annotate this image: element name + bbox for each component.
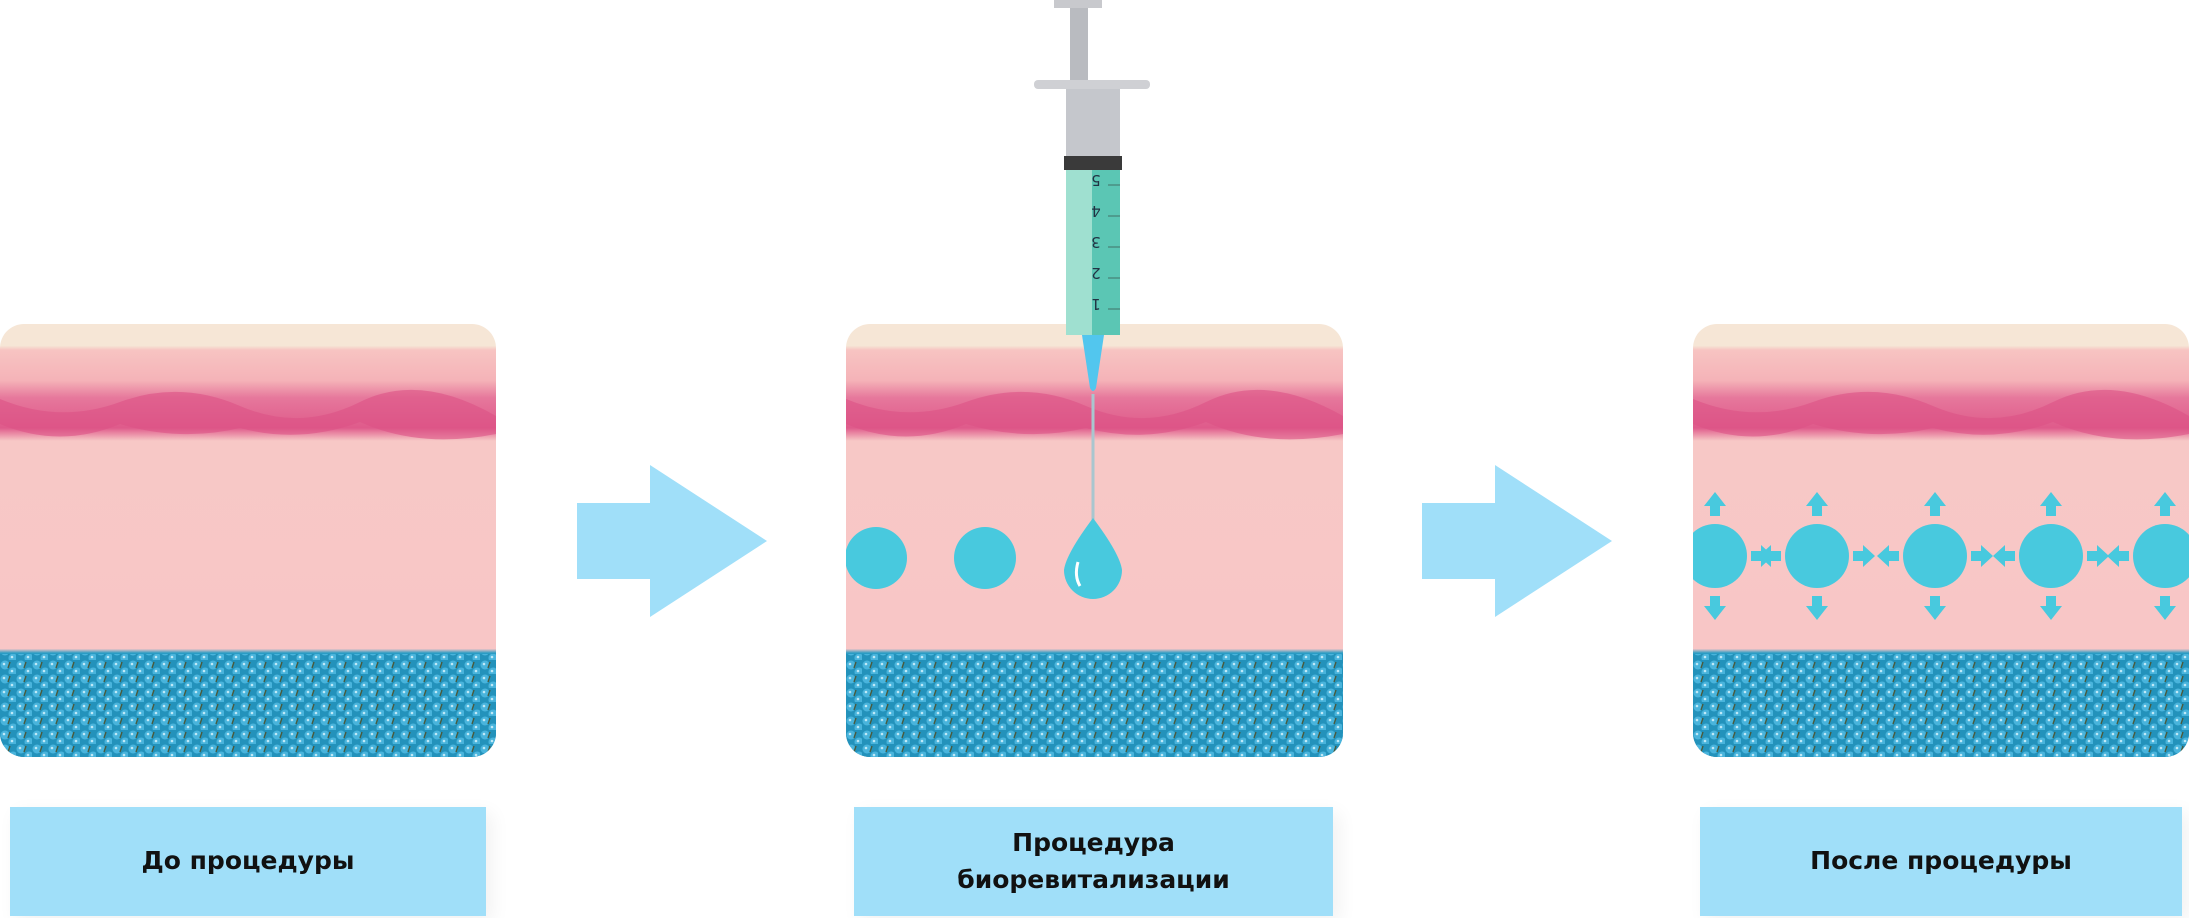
hyaluronic-drop-icon: [1785, 524, 1849, 588]
arrow-down-icon: [2154, 596, 2176, 620]
skin-before-panel: [0, 324, 496, 757]
hyaluronic-drop-icon: [1683, 524, 1747, 588]
arrow-up-icon: [2040, 492, 2062, 516]
arrow-down-icon: [1806, 596, 1828, 620]
arrow-up-icon: [1924, 492, 1946, 516]
arrow-left-icon: [2107, 545, 2129, 567]
syringe-mark-3: 3: [1091, 233, 1101, 251]
arrow-up-icon: [1704, 492, 1726, 516]
arrow-up-icon: [1806, 492, 1828, 516]
arrow-right-icon: [1853, 545, 1875, 567]
arrow-down-icon: [1924, 596, 1946, 620]
skin-procedure-panel: [845, 324, 1343, 757]
arrow-left-icon: [1759, 545, 1781, 567]
arrow-left-icon: [1877, 545, 1899, 567]
hyaluronic-drop-icon: [954, 527, 1016, 589]
stage-label-after: После процедуры: [1700, 807, 2182, 916]
skin-after-panel: [1683, 324, 2189, 757]
arrow-right-icon: [2087, 545, 2109, 567]
syringe-mark-1: 1: [1091, 295, 1101, 313]
skin-cross-section-illustration: [0, 324, 496, 757]
hyaluronic-drop-icon: [2133, 524, 2189, 588]
hyaluronic-drop-icon: [2019, 524, 2083, 588]
arrow-right-icon: [1971, 545, 1993, 567]
arrow-left-icon: [1993, 545, 2015, 567]
skin-injection-illustration: [845, 324, 1343, 757]
syringe-mark-4: 4: [1091, 202, 1101, 220]
syringe-mark-5: 5: [1091, 171, 1101, 189]
syringe-icon: 1 2 3 4 5: [1034, 0, 1150, 391]
stage-label-before: До процедуры: [10, 807, 486, 916]
syringe-mark-2: 2: [1091, 264, 1101, 282]
next-stage-arrow: [1422, 465, 1612, 617]
arrow-down-icon: [2040, 596, 2062, 620]
skin-hydrated-illustration: [1683, 324, 2189, 757]
hyaluronic-drop-icon: [845, 527, 907, 589]
hyaluronic-drop-icon: [1903, 524, 1967, 588]
arrow-up-icon: [2154, 492, 2176, 516]
arrow-down-icon: [1704, 596, 1726, 620]
stage-label-procedure: Процедура биоревитализации: [854, 807, 1333, 916]
next-stage-arrow: [577, 465, 767, 617]
